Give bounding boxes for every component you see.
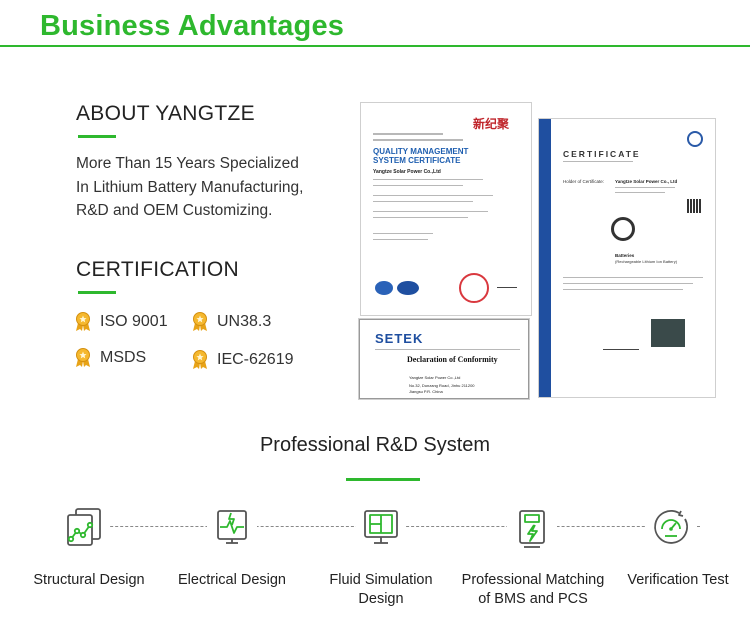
battery-bolt-icon — [507, 502, 557, 552]
about-line-1: More Than 15 Years Specialized — [76, 155, 299, 172]
setek-logo: SETEK — [375, 331, 424, 346]
tuv-certificate: CERTIFICATE Holder of Certificate: Yangt… — [538, 118, 716, 398]
certification-heading: CERTIFICATION — [76, 258, 239, 281]
about-line-2: In Lithium Battery Manufacturing, — [76, 178, 304, 196]
red-seal — [459, 273, 489, 303]
certification-underline — [78, 291, 116, 294]
about-heading: ABOUT YANGTZE — [76, 102, 255, 125]
medal-icon — [193, 350, 207, 369]
rd-underline — [346, 478, 420, 481]
cert-label: MSDS — [100, 349, 147, 366]
cert-label: ISO 9001 — [100, 313, 168, 330]
medal-icon — [76, 312, 90, 331]
certificate-brand-logo: 新纪聚 — [472, 117, 509, 131]
electrical-circuit-icon — [207, 502, 257, 552]
rd-system-heading: Professional R&D System — [259, 434, 491, 456]
step-label-electrical: Electrical Design — [178, 572, 286, 588]
quality-management-certificate: 新纪聚 QUALITY MANAGEMENT SYSTEM CERTIFICAT… — [360, 102, 532, 316]
cert-item-iso9001: ISO 9001 — [74, 312, 168, 332]
fluid-monitor-icon — [356, 502, 406, 552]
cnas-logo — [397, 281, 419, 295]
gauge-check-icon — [646, 502, 696, 552]
certificate-side-strip — [539, 119, 551, 397]
certificate-company: Yangtze Solar Power Co.,Ltd — [373, 169, 441, 175]
about-line-3: R&D and OEM Customizing. — [76, 202, 273, 219]
signature — [497, 287, 517, 288]
about-description: More Than 15 Years Specialized In Lithiu… — [76, 152, 346, 223]
declaration-company: Yangtze Solar Power Co.,Ltd — [409, 375, 461, 380]
certificate-product: Batteries — [615, 253, 635, 258]
certificate-company: Yangtze Solar Power Co., Ltd — [615, 179, 678, 184]
cert-label: IEC-62619 — [217, 351, 294, 368]
cert-label: UN38.3 — [217, 313, 272, 330]
certificate-title: QUALITY MANAGEMENT SYSTEM CERTIFICATE — [373, 147, 469, 165]
step-label-fluid: Fluid Simulation Design — [329, 572, 433, 607]
certifier-logo — [687, 131, 703, 147]
declaration-of-conformity: SETEK Declaration of Conformity Yangtze … — [358, 318, 530, 400]
qr-code — [687, 199, 701, 213]
iaf-logo — [375, 281, 393, 295]
hologram-seal — [651, 319, 685, 347]
page-title: Business Advantages — [40, 10, 345, 42]
medal-icon — [76, 348, 90, 367]
cert-item-un383: UN38.3 — [191, 312, 271, 332]
about-underline — [78, 135, 116, 138]
tuv-mark — [611, 217, 635, 241]
step-label-verification: Verification Test — [627, 572, 729, 588]
step-label-structural: Structural Design — [33, 572, 145, 588]
header-divider — [0, 45, 750, 47]
signature — [603, 349, 639, 350]
medal-icon — [193, 312, 207, 331]
structure-chart-icon — [59, 502, 109, 552]
cert-item-msds: MSDS — [74, 348, 146, 368]
cert-item-iec62619: IEC-62619 — [191, 350, 294, 370]
step-label-bms-pcs: Professional Matching of BMS and PCS — [461, 572, 605, 607]
certificate-title: CERTIFICATE — [563, 149, 641, 159]
declaration-heading: Declaration of Conformity — [407, 355, 498, 364]
